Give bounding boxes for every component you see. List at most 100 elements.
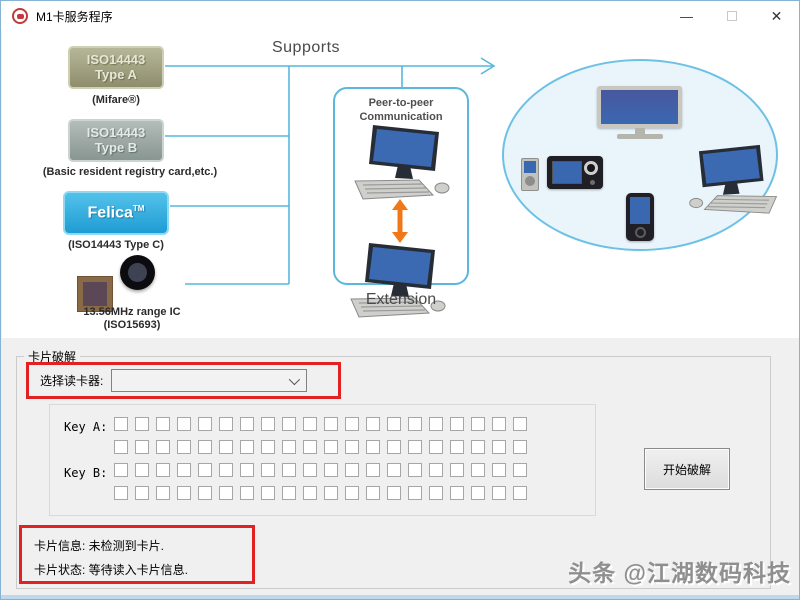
key-checkbox[interactable] xyxy=(387,440,401,454)
key-checkbox[interactable] xyxy=(408,486,422,500)
ic-chip xyxy=(77,276,113,312)
chevron-down-icon xyxy=(289,373,301,385)
key-checkbox[interactable] xyxy=(450,440,464,454)
key-checkbox[interactable] xyxy=(219,440,233,454)
ic-caption-line2: (ISO15693) xyxy=(103,319,161,331)
key-checkbox[interactable] xyxy=(366,417,380,431)
key-checkbox[interactable] xyxy=(156,417,170,431)
key-checkbox[interactable] xyxy=(471,440,485,454)
key-checkbox[interactable] xyxy=(492,486,506,500)
key-checkbox[interactable] xyxy=(261,463,275,477)
key-checkbox[interactable] xyxy=(135,486,149,500)
key-checkbox[interactable] xyxy=(303,417,317,431)
key-checkbox[interactable] xyxy=(408,417,422,431)
key-checkbox[interactable] xyxy=(177,440,191,454)
key-checkbox[interactable] xyxy=(471,463,485,477)
p2p-title-line1: Peer-to-peer xyxy=(368,97,434,109)
crack-group-box: 卡片破解 xyxy=(16,348,771,589)
key-checkbox[interactable] xyxy=(261,440,275,454)
key-checkbox[interactable] xyxy=(261,486,275,500)
key-checkbox[interactable] xyxy=(513,440,527,454)
key-checkbox[interactable] xyxy=(198,440,212,454)
key-checkbox[interactable] xyxy=(324,417,338,431)
key-checkbox[interactable] xyxy=(366,440,380,454)
key-checkbox[interactable] xyxy=(387,463,401,477)
key-checkbox[interactable] xyxy=(261,417,275,431)
key-checkbox[interactable] xyxy=(114,440,128,454)
key-checkbox[interactable] xyxy=(429,486,443,500)
key-checkbox[interactable] xyxy=(156,486,170,500)
key-checkbox[interactable] xyxy=(324,486,338,500)
key-checkbox[interactable] xyxy=(387,417,401,431)
key-checkbox[interactable] xyxy=(471,417,485,431)
key-checkbox[interactable] xyxy=(198,463,212,477)
key-checkbox[interactable] xyxy=(387,486,401,500)
felica-card: FelicaTM xyxy=(63,191,169,235)
key-checkbox[interactable] xyxy=(135,463,149,477)
key-checkbox[interactable] xyxy=(492,417,506,431)
key-checkbox[interactable] xyxy=(114,486,128,500)
key-checkbox[interactable] xyxy=(114,417,128,431)
key-checkbox[interactable] xyxy=(429,417,443,431)
key-checkbox[interactable] xyxy=(471,486,485,500)
card-b-line2: Type B xyxy=(94,139,138,155)
key-checkbox[interactable] xyxy=(324,440,338,454)
key-checkbox[interactable] xyxy=(429,463,443,477)
key-checkbox[interactable] xyxy=(282,417,296,431)
key-checkbox[interactable] xyxy=(492,463,506,477)
key-checkbox[interactable] xyxy=(282,463,296,477)
key-checkbox[interactable] xyxy=(345,463,359,477)
key-checkbox[interactable] xyxy=(303,440,317,454)
key-checkbox[interactable] xyxy=(282,486,296,500)
key-checkbox[interactable] xyxy=(156,463,170,477)
window-bottom-edge xyxy=(1,595,799,599)
key-checkbox[interactable] xyxy=(303,486,317,500)
close-icon: ✕ xyxy=(770,7,783,24)
key-checkbox[interactable] xyxy=(282,440,296,454)
key-checkbox[interactable] xyxy=(135,417,149,431)
key-checkbox[interactable] xyxy=(198,486,212,500)
key-checkbox[interactable] xyxy=(198,417,212,431)
key-checkbox[interactable] xyxy=(513,463,527,477)
key-checkbox[interactable] xyxy=(324,463,338,477)
key-a-label: Key A: xyxy=(64,420,108,434)
key-checkbox[interactable] xyxy=(303,463,317,477)
key-checkbox[interactable] xyxy=(135,440,149,454)
maximize-button[interactable] xyxy=(709,1,754,31)
key-checkbox[interactable] xyxy=(240,417,254,431)
key-checkbox[interactable] xyxy=(114,463,128,477)
key-checkbox[interactable] xyxy=(429,440,443,454)
key-b-label: Key B: xyxy=(64,466,108,480)
key-checkbox[interactable] xyxy=(366,486,380,500)
close-button[interactable]: ✕ xyxy=(754,1,799,31)
key-checkbox[interactable] xyxy=(408,463,422,477)
key-checkbox[interactable] xyxy=(513,417,527,431)
key-checkbox[interactable] xyxy=(492,440,506,454)
key-checkbox[interactable] xyxy=(408,440,422,454)
key-checkbox[interactable] xyxy=(219,417,233,431)
felica-label: FelicaTM xyxy=(87,203,145,221)
start-crack-button[interactable]: 开始破解 xyxy=(644,448,730,490)
key-checkbox[interactable] xyxy=(513,486,527,500)
key-checkbox[interactable] xyxy=(450,463,464,477)
key-checkbox[interactable] xyxy=(240,440,254,454)
key-checkbox[interactable] xyxy=(177,417,191,431)
key-checkbox[interactable] xyxy=(219,486,233,500)
key-checkbox[interactable] xyxy=(177,463,191,477)
key-checkbox[interactable] xyxy=(156,440,170,454)
reader-select-label: 选择读卡器: xyxy=(40,374,104,388)
minimize-button[interactable]: — xyxy=(664,1,709,31)
key-checkbox[interactable] xyxy=(345,417,359,431)
tv-screen xyxy=(601,90,678,124)
key-checkbox[interactable] xyxy=(240,463,254,477)
key-checkbox[interactable] xyxy=(219,463,233,477)
key-checkbox[interactable] xyxy=(345,486,359,500)
reader-combobox[interactable] xyxy=(111,369,308,392)
key-checkbox[interactable] xyxy=(450,417,464,431)
key-checkbox[interactable] xyxy=(345,440,359,454)
felica-tm: TM xyxy=(132,203,145,213)
key-checkbox[interactable] xyxy=(240,486,254,500)
key-checkbox[interactable] xyxy=(366,463,380,477)
key-checkbox[interactable] xyxy=(177,486,191,500)
key-checkbox[interactable] xyxy=(450,486,464,500)
